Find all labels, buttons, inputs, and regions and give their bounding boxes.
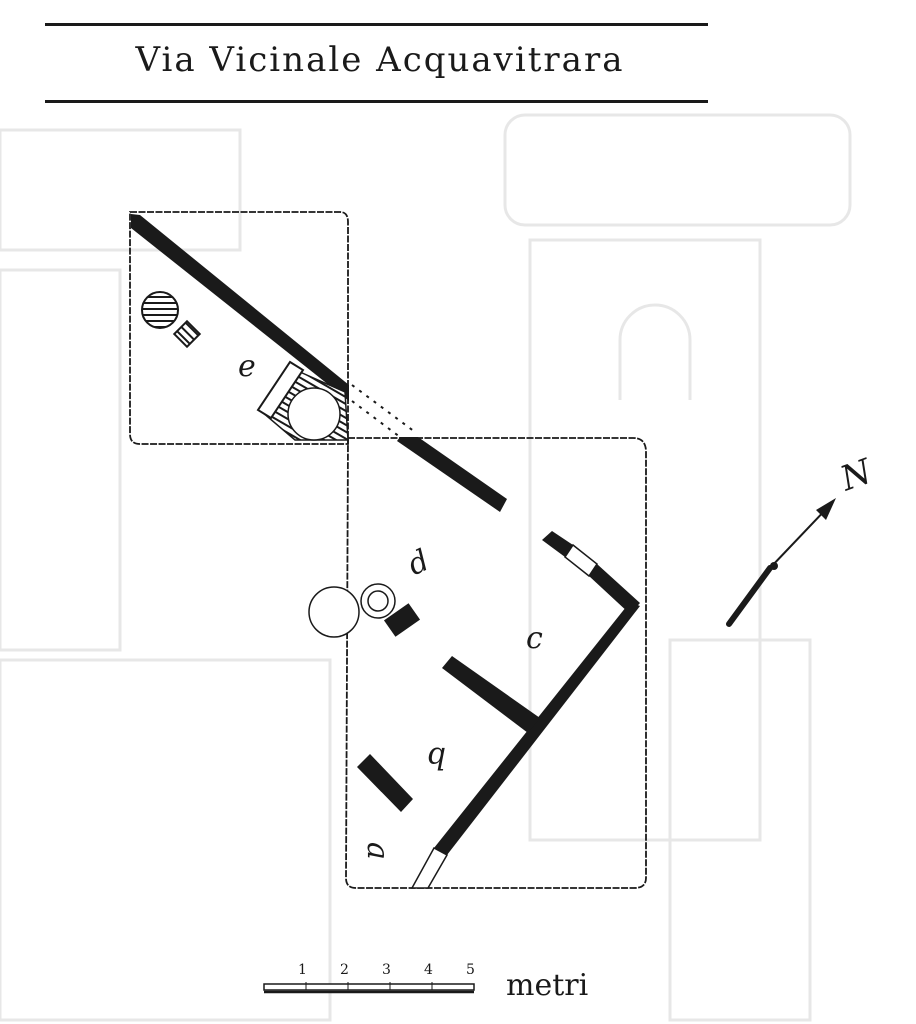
- wall-projection-dotted-2: [351, 400, 413, 447]
- room-label-b: b: [427, 740, 446, 775]
- north-arrow-icon: [726, 498, 836, 627]
- scale-tick-4: 4: [424, 962, 433, 978]
- room-label-e: e: [238, 349, 256, 384]
- scale-bar: [263, 982, 475, 994]
- scale-tick-5: 5: [466, 962, 475, 978]
- scale-unit-label: metri: [506, 968, 589, 1003]
- page-title: Via Vicinale Acquavitrara: [135, 40, 625, 80]
- circular-feature-outline: [308, 586, 360, 638]
- title-bottom-rule: [45, 100, 708, 103]
- wall-interior-spur: [442, 656, 540, 733]
- wall-projection-dotted: [351, 384, 416, 433]
- well-head-outer: [360, 583, 396, 619]
- wall-main-diagonal: [434, 602, 640, 855]
- small-pier: [383, 603, 421, 637]
- diagonal-wall-upper: [131, 214, 349, 401]
- room-label-c: c: [526, 621, 543, 656]
- well-head-inner: [367, 590, 389, 612]
- diagonal-wall-lower: [397, 437, 507, 512]
- hatched-pillar: [172, 319, 202, 349]
- cistern-threshold: [256, 360, 305, 420]
- room-label-a: a: [360, 842, 395, 860]
- room-label-d: d: [402, 543, 434, 583]
- upper-area-outline: [129, 211, 349, 445]
- lower-area-outline: [345, 437, 647, 889]
- wall-northeast-stub: [542, 531, 573, 557]
- scale-tick-1: 1: [298, 962, 307, 978]
- doorway-southwest: [410, 846, 449, 889]
- scale-tick-2: 2: [340, 962, 349, 978]
- scale-tick-3: 3: [382, 962, 391, 978]
- hatched-column-base: [141, 291, 179, 329]
- cistern-opening: [287, 387, 341, 441]
- wall-northeast-corner: [589, 564, 640, 614]
- title-top-rule: [45, 23, 708, 26]
- wall-isolated-segment: [357, 754, 413, 812]
- north-label: N: [834, 451, 878, 500]
